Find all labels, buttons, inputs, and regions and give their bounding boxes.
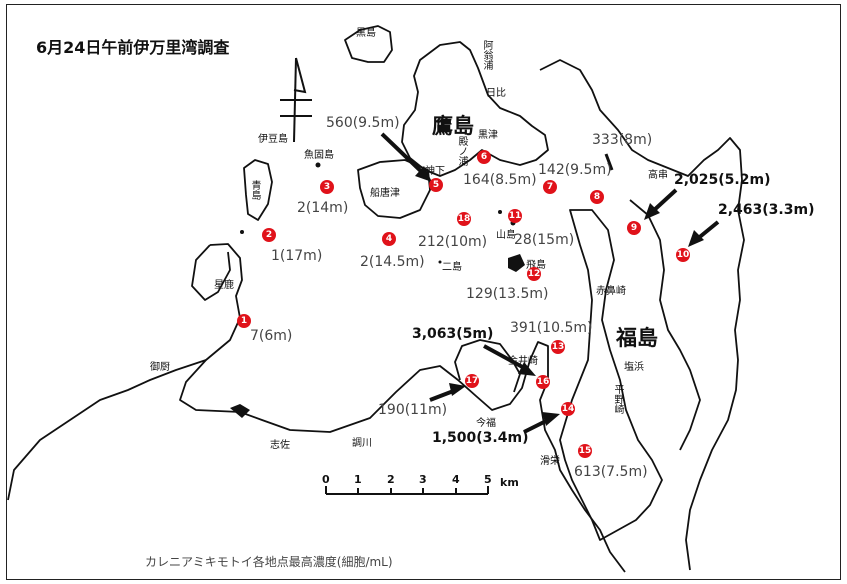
- inner-coast: [629, 199, 701, 451]
- place-imafuku: 今福: [476, 418, 496, 429]
- station-marker-14: 14: [561, 402, 575, 416]
- legend-caption: カレニアミキモトイ各地点最高濃度(細胞/mL): [145, 555, 393, 569]
- place-namezuku: 滑栄: [540, 456, 560, 467]
- station-marker-17: 17: [465, 374, 479, 388]
- scale-tick-1: 1: [354, 473, 362, 486]
- place-mikuriya: 御厨: [150, 362, 170, 373]
- imafuku-peninsula: [454, 339, 521, 393]
- station-marker-1: 1: [237, 314, 251, 328]
- place-hibi: 日比: [486, 88, 506, 99]
- station-marker-9: 9: [627, 221, 641, 235]
- pointer-arrows: [380, 132, 720, 434]
- station-marker-13: 13: [551, 340, 565, 354]
- station-marker-12: 12: [527, 267, 541, 281]
- place-shisa: 志佐: [270, 440, 290, 451]
- scale-tick-3: 3: [419, 473, 427, 486]
- place-kuroshima: 黒島: [356, 28, 376, 39]
- map-frame: [6, 4, 841, 580]
- value-station-12: 129(13.5m): [466, 286, 549, 302]
- mikuriya-coast: [7, 359, 207, 501]
- place-choukawa: 調川: [352, 438, 372, 449]
- station-marker-4: 4: [382, 232, 396, 246]
- station-marker-16: 16: [536, 375, 550, 389]
- aoshima-island: [243, 159, 273, 221]
- value-station-7: 142(9.5m): [538, 162, 612, 178]
- scale-tick-2: 2: [387, 473, 395, 486]
- place-aoshima: 青島: [249, 180, 260, 200]
- hoshika-coast: [179, 243, 626, 573]
- scale-bar: [325, 486, 489, 495]
- place-abi: 阿翁浦: [481, 40, 492, 70]
- value-station-3: 2(14m): [297, 200, 349, 216]
- place-funakaratsu: 船唐津: [370, 188, 400, 199]
- place-takakushi: 高串: [648, 170, 668, 181]
- value-station-13: 391(10.5m): [510, 320, 593, 336]
- place-takashima: 鷹島: [432, 114, 474, 138]
- value-station-17: 190(11m): [378, 402, 448, 418]
- place-niiji: 二島: [442, 262, 462, 273]
- place-kuroda: 黒津: [478, 130, 498, 141]
- north-arrow: [280, 57, 312, 143]
- funakaratsu-island: [357, 159, 431, 219]
- value-station-2: 1(17m): [271, 248, 323, 264]
- value-station-8: 333(8m): [592, 132, 653, 148]
- value-station-16: 3,063(5m): [412, 326, 494, 342]
- place-izu: 伊豆島: [258, 134, 288, 145]
- place-fukushima: 福島: [616, 326, 658, 350]
- place-yamashima: 山島: [496, 230, 516, 241]
- station-marker-8: 8: [590, 190, 604, 204]
- scale-tick-0: 0: [322, 473, 330, 486]
- east-coast: [539, 59, 745, 571]
- station-marker-5: 5: [429, 178, 443, 192]
- page-title: 6月24日午前伊万里湾調査: [36, 38, 230, 57]
- station-marker-3: 3: [320, 180, 334, 194]
- value-station-15: 613(7.5m): [574, 464, 648, 480]
- station-marker-7: 7: [543, 180, 557, 194]
- scale-unit: km: [500, 476, 519, 489]
- place-tonoura: 殿ノ浦: [456, 136, 467, 166]
- value-station-11: 28(15m): [514, 232, 575, 248]
- takashima-island: [401, 41, 549, 177]
- place-kanaisaki: 金井崎: [508, 356, 538, 367]
- value-station-6: 164(8.5m): [463, 172, 537, 188]
- value-station-10: 2,463(3.3m): [718, 202, 815, 218]
- scale-tick-5: 5: [484, 473, 492, 486]
- western-lobe: [191, 244, 231, 301]
- value-station-14: 1,500(3.4m): [432, 430, 529, 446]
- place-hirano: 平野崎: [612, 384, 623, 414]
- place-hoshika: 星鹿: [214, 280, 234, 291]
- station-marker-18: 18: [457, 212, 471, 226]
- value-station-9: 2,025(5.2m): [674, 172, 771, 188]
- value-station-4: 2(14.5m): [360, 254, 425, 270]
- place-uoshima: 魚固島: [304, 150, 334, 161]
- station-marker-15: 15: [578, 444, 592, 458]
- station-marker-2: 2: [262, 228, 276, 242]
- place-shiohama: 塩浜: [624, 362, 644, 373]
- fukushima-island: [559, 209, 663, 541]
- station-marker-6: 6: [477, 150, 491, 164]
- station-marker-10: 10: [676, 248, 690, 262]
- scale-tick-4: 4: [452, 473, 460, 486]
- station-marker-11: 11: [508, 209, 522, 223]
- place-kamashita: 神下: [425, 166, 445, 177]
- value-station-5: 560(9.5m): [326, 115, 400, 131]
- kuroshima-island: [344, 25, 393, 63]
- place-tobishima: 飛島: [526, 260, 546, 271]
- value-station-18: 212(10m): [418, 234, 488, 250]
- value-station-1: 7(6m): [250, 328, 293, 344]
- place-akahama: 赤鼻崎: [596, 286, 626, 297]
